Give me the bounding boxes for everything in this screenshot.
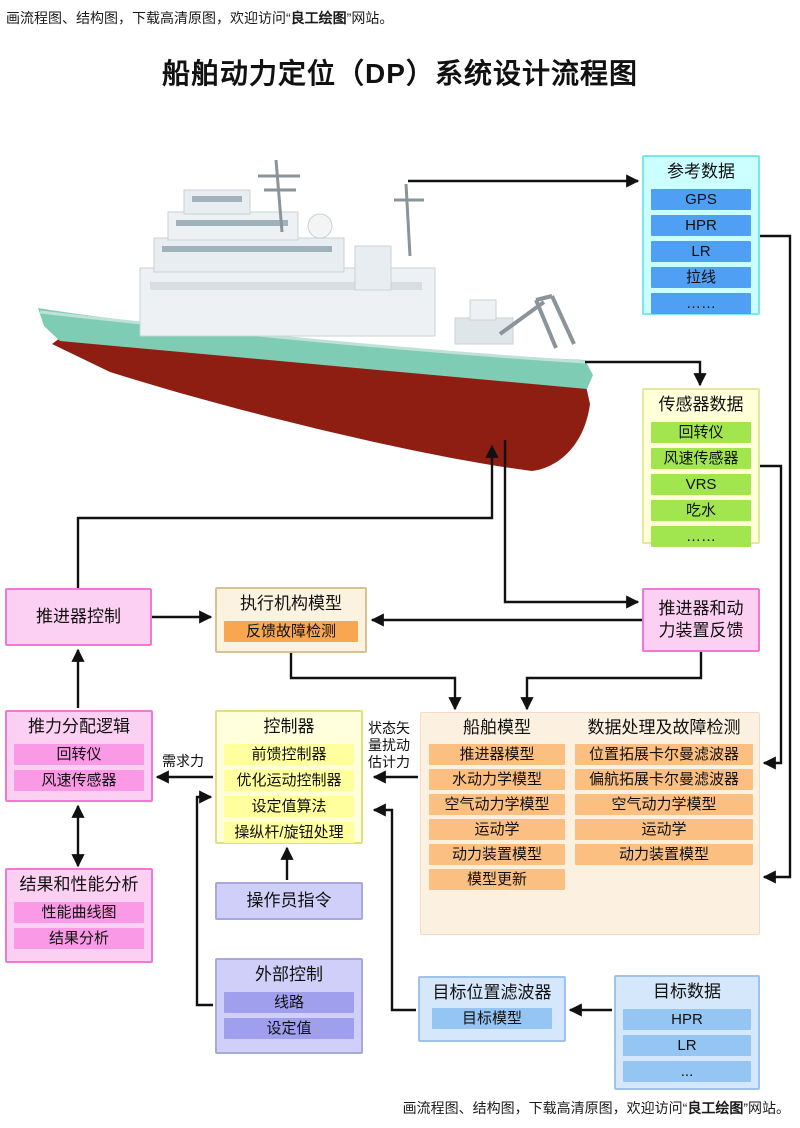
results-analysis-box: 结果和性能分析 性能曲线图 结果分析 (5, 868, 153, 963)
flow-arrows (71, 174, 792, 1017)
demand-force-label: 需求力 (162, 753, 204, 769)
list-item: HPR (651, 215, 751, 236)
state-vector-label: 状态矢 量扰动 估计力 (368, 720, 414, 771)
list-item: LR (623, 1035, 751, 1056)
box-title: 控制器 (263, 717, 315, 736)
sensor-data-box: 传感器数据 回转仪 风速传感器 VRS 吃水 …… (642, 388, 760, 547)
watermark-text: ”网站。 (743, 1100, 790, 1116)
list-item: GPS (651, 189, 751, 210)
arrow-ship-to-sensor-data (585, 360, 707, 387)
list-item: 模型更新 (429, 869, 565, 890)
arrow-reference-data-to-data-processing (760, 234, 792, 884)
box-title: 传感器数据 (658, 395, 744, 414)
box-title: 目标位置滤波器 (432, 983, 552, 1002)
box-title: 结果和性能分析 (19, 875, 139, 894)
ship-illustration (38, 159, 593, 471)
box-title-line: 推进器和动 (658, 599, 744, 618)
list-item: HPR (623, 1009, 751, 1030)
box-title: 船舶模型 (463, 718, 531, 737)
list-item: 位置拓展卡尔曼滤波器 (575, 744, 753, 765)
watermark-text: 画流程图、结构图，下载高清原图，欢迎访问“ (402, 1100, 688, 1116)
target-position-filter-box: 目标位置滤波器 目标模型 (418, 976, 566, 1042)
list-item: 拉线 (651, 267, 751, 288)
actuator-model-box: 执行机构模型 反馈故障检测 (215, 587, 367, 653)
state-vector-label-line: 状态矢 (368, 720, 410, 736)
state-vector-label-line: 量扰动 (368, 737, 410, 753)
list-item: 吃水 (651, 500, 751, 521)
data-processing-column: 数据处理及故障检测 位置拓展卡尔曼滤波器 偏航拓展卡尔曼滤波器 空气动力学模型 … (571, 713, 757, 865)
model-processing-container: 船舶模型 推进器模型 水动力学模型 空气动力学模型 运动学 动力装置模型 模型更… (420, 712, 760, 935)
list-item: 设定值算法 (224, 796, 354, 817)
watermark-text: 画流程图、结构图，下载高清原图，欢迎访问“ (6, 10, 291, 26)
list-item: 推进器模型 (429, 744, 565, 765)
watermark-text: ”网站。 (346, 10, 394, 26)
box-title: 目标数据 (653, 982, 721, 1001)
list-item: 前馈控制器 (224, 744, 354, 765)
list-item: 操纵杆/旋钮处理 (224, 822, 354, 843)
box-title: 操作员指令 (246, 891, 332, 910)
reference-data-box: 参考数据 GPS HPR LR 拉线 …… (642, 155, 760, 315)
state-vector-label-line: 估计力 (368, 754, 410, 770)
arrow-target-filter-to-controller (372, 803, 416, 1012)
box-title: 外部控制 (255, 965, 323, 984)
arrow-thruster-control-to-ship (76, 444, 499, 588)
list-item: 运动学 (575, 819, 753, 840)
box-title: 推力分配逻辑 (28, 717, 130, 736)
arrow-external-control-to-controller (195, 790, 213, 1007)
box-title: 参考数据 (667, 162, 735, 181)
box-title: 执行机构模型 (240, 594, 342, 613)
list-item: 水动力学模型 (429, 769, 565, 790)
page-title: 船舶动力定位（DP）系统设计流程图 (162, 58, 638, 89)
list-item: 动力装置模型 (429, 844, 565, 865)
target-data-box: 目标数据 HPR LR ... (614, 975, 760, 1090)
arrow-ship-to-thruster-power-feedback (503, 440, 640, 609)
ship-model-column: 船舶模型 推进器模型 水动力学模型 空气动力学模型 运动学 动力装置模型 模型更… (425, 713, 569, 890)
arrow-actuator-model-to-ship-model (289, 653, 462, 711)
operator-command-box: 操作员指令 (215, 882, 363, 920)
arrow-sensor-data-to-data-processing (760, 464, 783, 770)
watermark-brand: 良工绘图 (687, 1100, 744, 1116)
thruster-power-feedback-box: 推进器和动 力装置反馈 (642, 588, 760, 652)
list-item: VRS (651, 474, 751, 495)
thrust-allocation-box: 推力分配逻辑 回转仪 风速传感器 (5, 710, 153, 802)
list-item: 运动学 (429, 819, 565, 840)
list-item: …… (651, 293, 751, 314)
watermark-bottom: 画流程图、结构图，下载高清原图，欢迎访问“良工绘图”网站。 (403, 1098, 790, 1118)
list-item: 动力装置模型 (575, 844, 753, 865)
box-title-line: 力装置反馈 (658, 621, 744, 640)
controller-box: 控制器 前馈控制器 优化运动控制器 设定值算法 操纵杆/旋钮处理 (215, 710, 363, 844)
box-title: 推进器控制 (36, 607, 121, 626)
list-item: 设定值 (224, 1018, 354, 1039)
list-item: 结果分析 (14, 928, 144, 949)
list-item: 线路 (224, 992, 354, 1013)
list-item: LR (651, 241, 751, 262)
list-item: 目标模型 (432, 1008, 552, 1029)
watermark-brand: 良工绘图 (290, 10, 347, 26)
list-item: 回转仪 (651, 422, 751, 443)
list-item: 空气动力学模型 (429, 794, 565, 815)
list-item: 反馈故障检测 (224, 621, 358, 642)
arrow-feedback-to-ship-model (520, 652, 703, 711)
list-item: …… (651, 526, 751, 547)
list-item: 优化运动控制器 (224, 770, 354, 791)
box-title: 数据处理及故障检测 (587, 718, 741, 737)
list-item: 风速传感器 (14, 770, 144, 791)
list-item: 风速传感器 (651, 448, 751, 469)
list-item: 性能曲线图 (14, 902, 144, 923)
thruster-control-box: 推进器控制 (5, 588, 152, 646)
list-item: 空气动力学模型 (575, 794, 753, 815)
list-item: ... (623, 1061, 751, 1082)
list-item: 回转仪 (14, 744, 144, 765)
external-control-box: 外部控制 线路 设定值 (215, 958, 363, 1054)
list-item: 偏航拓展卡尔曼滤波器 (575, 769, 753, 790)
watermark-top: 画流程图、结构图，下载高清原图，欢迎访问“良工绘图”网站。 (6, 8, 393, 28)
